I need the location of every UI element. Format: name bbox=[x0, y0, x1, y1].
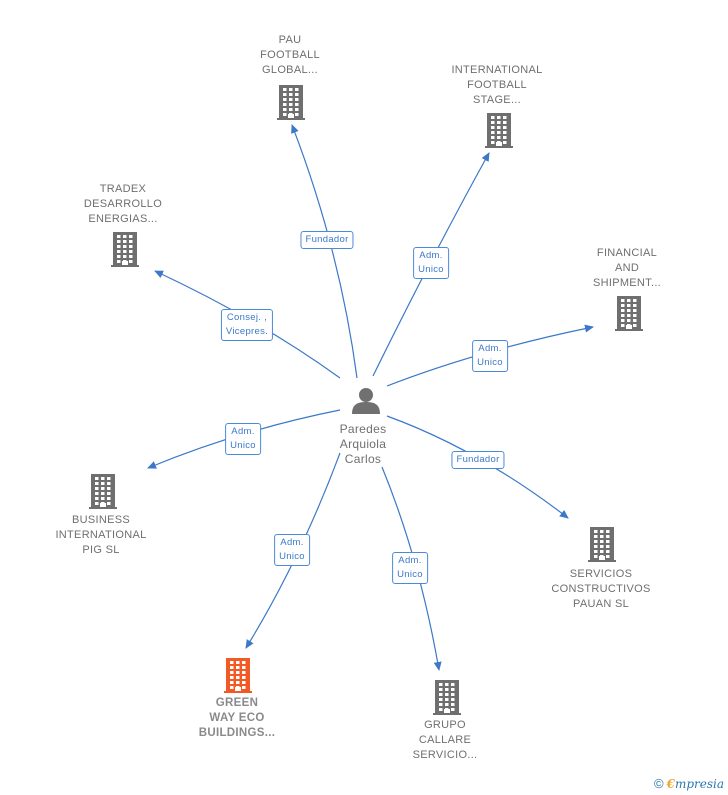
company-label-servicios[interactable]: SERVICIOS CONSTRUCTIVOS PAUAN SL bbox=[551, 568, 651, 610]
center-person-name[interactable]: Paredes Arquiola Carlos bbox=[339, 422, 387, 466]
company-label-business[interactable]: BUSINESS INTERNATIONAL PIG SL bbox=[55, 514, 147, 556]
relation-badge-greenway: Adm. Unico bbox=[274, 534, 310, 566]
company-label-tradex[interactable]: TRADEX DESARROLLO ENERGIAS... bbox=[83, 183, 163, 225]
relation-badge-servicios: Fundador bbox=[451, 451, 505, 469]
person-icon bbox=[352, 388, 380, 414]
company-label-callare[interactable]: GRUPO CALLARE SERVICIO... bbox=[412, 719, 478, 761]
relation-badge-tradex: Consej. , Vicepres. bbox=[220, 309, 274, 341]
empresia-credit: © €mpresia bbox=[654, 776, 724, 791]
building-icon-tradex[interactable] bbox=[111, 232, 139, 267]
building-icon-greenway[interactable] bbox=[224, 658, 252, 693]
building-icon-callare[interactable] bbox=[433, 680, 461, 715]
company-label-financial[interactable]: FINANCIAL AND SHIPMENT... bbox=[592, 247, 662, 289]
relation-badge-financial: Adm. Unico bbox=[472, 340, 508, 372]
building-icon-ifs[interactable] bbox=[485, 113, 513, 148]
relation-badge-pau: Fundador bbox=[300, 231, 354, 249]
edge-pau bbox=[291, 124, 358, 379]
company-label-ifs[interactable]: INTERNATIONAL FOOTBALL STAGE... bbox=[451, 64, 543, 106]
relation-badge-callare: Adm. Unico bbox=[392, 552, 428, 584]
building-icon-servicios[interactable] bbox=[588, 527, 616, 562]
empresia-logo: €mpresia bbox=[666, 776, 724, 791]
company-label-pau[interactable]: PAU FOOTBALL GLOBAL... bbox=[260, 34, 320, 76]
building-icon-financial[interactable] bbox=[615, 296, 643, 331]
company-label-greenway[interactable]: GREEN WAY ECO BUILDINGS... bbox=[198, 697, 276, 739]
relation-badge-business: Adm. Unico bbox=[225, 423, 261, 455]
relation-badge-ifs: Adm. Unico bbox=[413, 247, 449, 279]
building-icon-business[interactable] bbox=[89, 474, 117, 509]
building-icon-pau[interactable] bbox=[277, 85, 305, 120]
copyright-icon: © bbox=[653, 776, 664, 791]
